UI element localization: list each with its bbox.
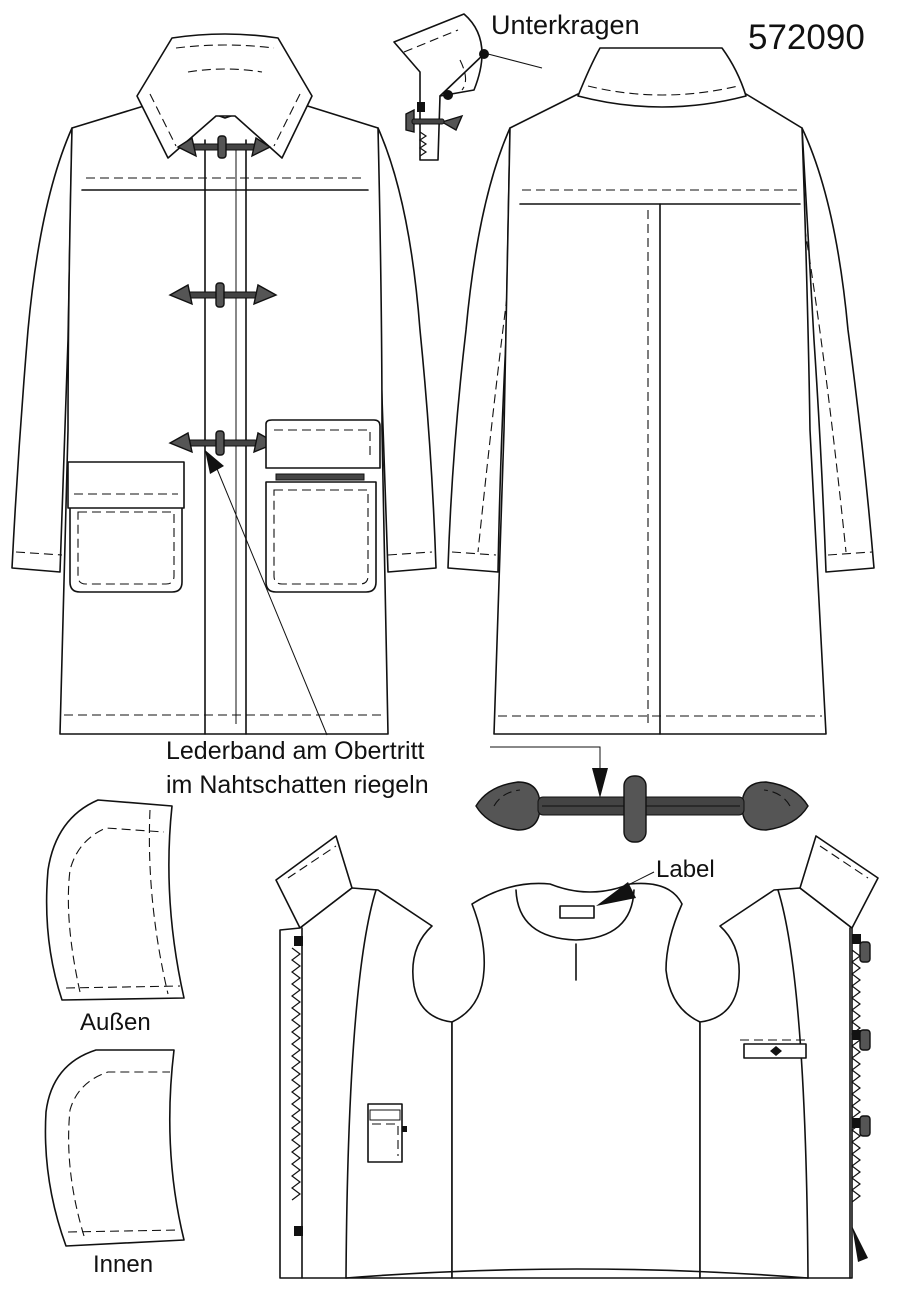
- front-collar: [136, 33, 313, 159]
- leather-strap-note-line2: im Nahtschatten riegeln: [166, 771, 429, 799]
- front-left-sleeve: [11, 127, 73, 573]
- back-collar: [577, 47, 747, 108]
- leather-strap-note-line1: Lederband am Obertritt: [166, 737, 425, 765]
- back-right-sleeve: [801, 127, 875, 573]
- front-right-pocket: [265, 481, 377, 593]
- front-body: [59, 97, 389, 735]
- undercollar-detail: [393, 13, 543, 161]
- front-right-sleeve: [377, 127, 437, 573]
- front-toggle-1: [176, 135, 272, 159]
- inner-sleeve-piece: [44, 1049, 185, 1247]
- front-right-pocket-flap: [265, 419, 381, 469]
- inside-left-front: [279, 887, 453, 1279]
- inside-right-front: [699, 887, 853, 1279]
- back-left-sleeve: [447, 127, 511, 573]
- front-left-pocket-flap: [67, 461, 185, 509]
- undercollar-label: Unterkragen: [491, 10, 640, 40]
- outer-sleeve-piece: [45, 799, 185, 1001]
- front-toggle-2: [168, 282, 278, 308]
- leather-strap-detail: [475, 746, 809, 843]
- coat-front-view: [11, 33, 437, 736]
- model-number: 572090: [748, 18, 865, 57]
- inside-back: [451, 882, 701, 1279]
- label-tag-annotation: Label: [656, 856, 715, 883]
- outer-sleeve-label: Außen: [80, 1009, 151, 1036]
- coat-back-view: [447, 47, 875, 735]
- coat-inside-view: [275, 835, 879, 1279]
- inner-sleeve-label: Innen: [93, 1251, 154, 1278]
